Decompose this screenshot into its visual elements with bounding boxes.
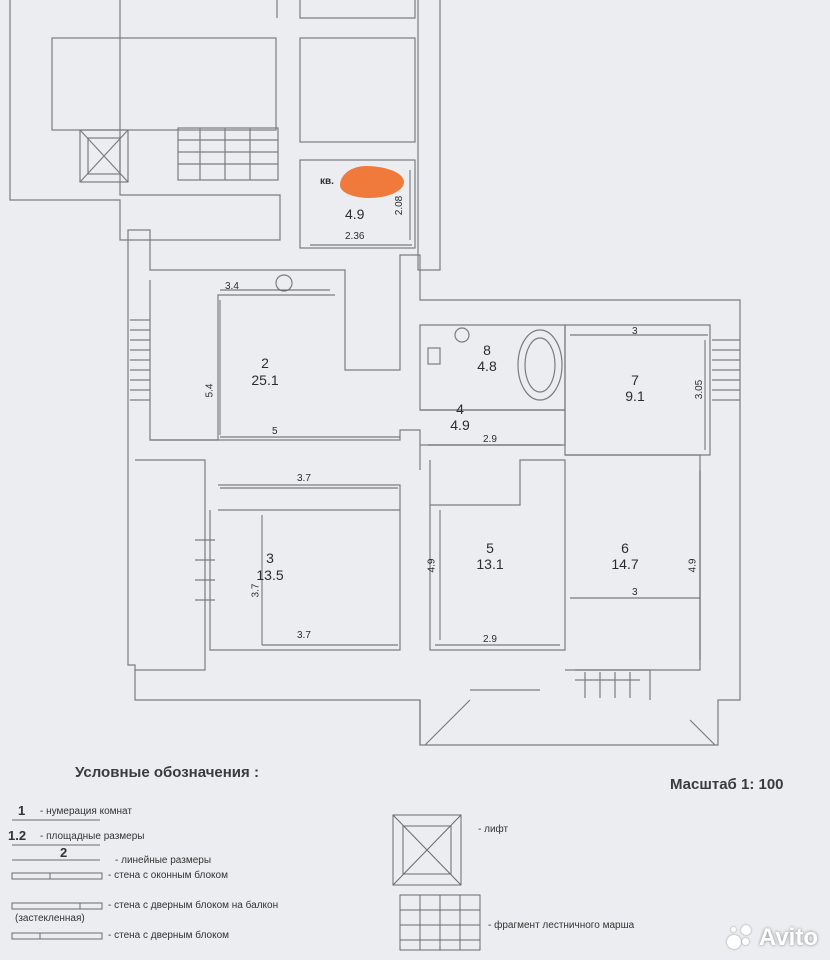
legend-title: Условные обозначения : (75, 764, 259, 781)
legend-lift: - лифт (478, 824, 509, 835)
avito-watermark: Avito (726, 924, 818, 952)
room-8-number: 8 (483, 342, 491, 358)
balcony-left (135, 459, 206, 671)
legend-linear-sizes: - линейные размеры (115, 855, 212, 866)
room-6-number: 6 (621, 540, 629, 556)
dim-3-room7: 3 (632, 326, 638, 337)
dim-2-9-top: 2.9 (483, 434, 497, 445)
wall-corridor (218, 484, 401, 511)
legend-window-wall: - стена с оконным блоком (108, 870, 228, 881)
legend-stair-icon (399, 894, 481, 951)
dim-3-7-bottom: 3.7 (297, 630, 311, 641)
room-2-number: 2 (261, 355, 269, 371)
flat-label: кв. (320, 176, 334, 187)
window-bottom (575, 672, 640, 698)
room-5-number: 5 (486, 540, 494, 556)
legend-glazed: (застекленная) (15, 913, 85, 924)
room-7-area: 9.1 (625, 388, 645, 404)
dim-5-4: 5.4 (204, 383, 216, 398)
sink (454, 327, 470, 343)
legend-door-wall: - стена с дверным блоком (108, 930, 230, 941)
dim-2-9-bottom: 2.9 (483, 634, 497, 645)
lift-shaft (79, 129, 129, 183)
dim-3-7-corridor: 3.7 (297, 473, 311, 484)
legend-key-1-2: 1.2 (8, 828, 27, 843)
legend-stair: - фрагмент лестничного марша (488, 920, 635, 931)
dim-3-05: 3.05 (694, 379, 706, 400)
upper-building-outline (9, 0, 281, 241)
room-3-number: 3 (266, 550, 274, 566)
legend-lift-icon (392, 814, 462, 886)
orange-redaction-mark (340, 166, 404, 198)
wall-room3 (209, 510, 401, 651)
dim-3-4: 3.4 (225, 281, 239, 292)
room-7-number: 7 (631, 372, 639, 388)
legend-room-numbering: - нумерация комнат (40, 806, 132, 817)
wall-hall-top (149, 280, 335, 441)
legend-area-sizes: - площадные размеры (40, 831, 145, 842)
legend-balcony-door-wall: - стена с дверным блоком на балкон (108, 900, 279, 911)
kitchen-stove (275, 274, 293, 292)
flat-area: 4.9 (345, 206, 365, 222)
dim-3-room6: 3 (632, 587, 638, 598)
room-2-area: 25.1 (251, 372, 279, 388)
upper-room-right (299, 37, 416, 143)
toilet (427, 347, 441, 365)
wall-room5 (429, 459, 566, 651)
balcony-right (419, 669, 651, 745)
dim-4-9-room5: 4.9 (426, 558, 438, 573)
flat-width: 2.36 (345, 231, 365, 242)
apartment-outline (127, 229, 741, 746)
dim-4-9-room6: 4.9 (687, 558, 699, 573)
upper-right-wall (417, 0, 441, 271)
dim-3-7-vertical: 3.7 (250, 583, 262, 598)
legend-key-1: 1 (18, 803, 26, 818)
avito-logo-icon (726, 925, 753, 951)
room-3-area: 13.5 (256, 567, 284, 583)
top-rooms (276, 0, 416, 19)
upper-stair (177, 127, 279, 181)
legend-key-2: 2 (60, 845, 68, 860)
flat-height: 2.08 (394, 195, 406, 216)
window-left-bal (195, 539, 215, 601)
window-left (130, 319, 150, 401)
scale-label: Масштаб 1: 100 (670, 776, 784, 793)
room-6-area: 14.7 (611, 556, 639, 572)
upper-room-left (51, 37, 277, 131)
window-right (712, 339, 740, 401)
room-4-number: 4 (456, 401, 464, 417)
room-4-area: 4.9 (450, 417, 470, 433)
avito-brand-text: Avito (758, 924, 818, 951)
bathtub (517, 329, 563, 401)
room-8-area: 4.8 (477, 358, 497, 374)
small-flat (299, 159, 416, 249)
dim-5: 5 (272, 426, 278, 437)
room-5-area: 13.1 (476, 556, 504, 572)
wall-room2-bottom (150, 429, 421, 470)
